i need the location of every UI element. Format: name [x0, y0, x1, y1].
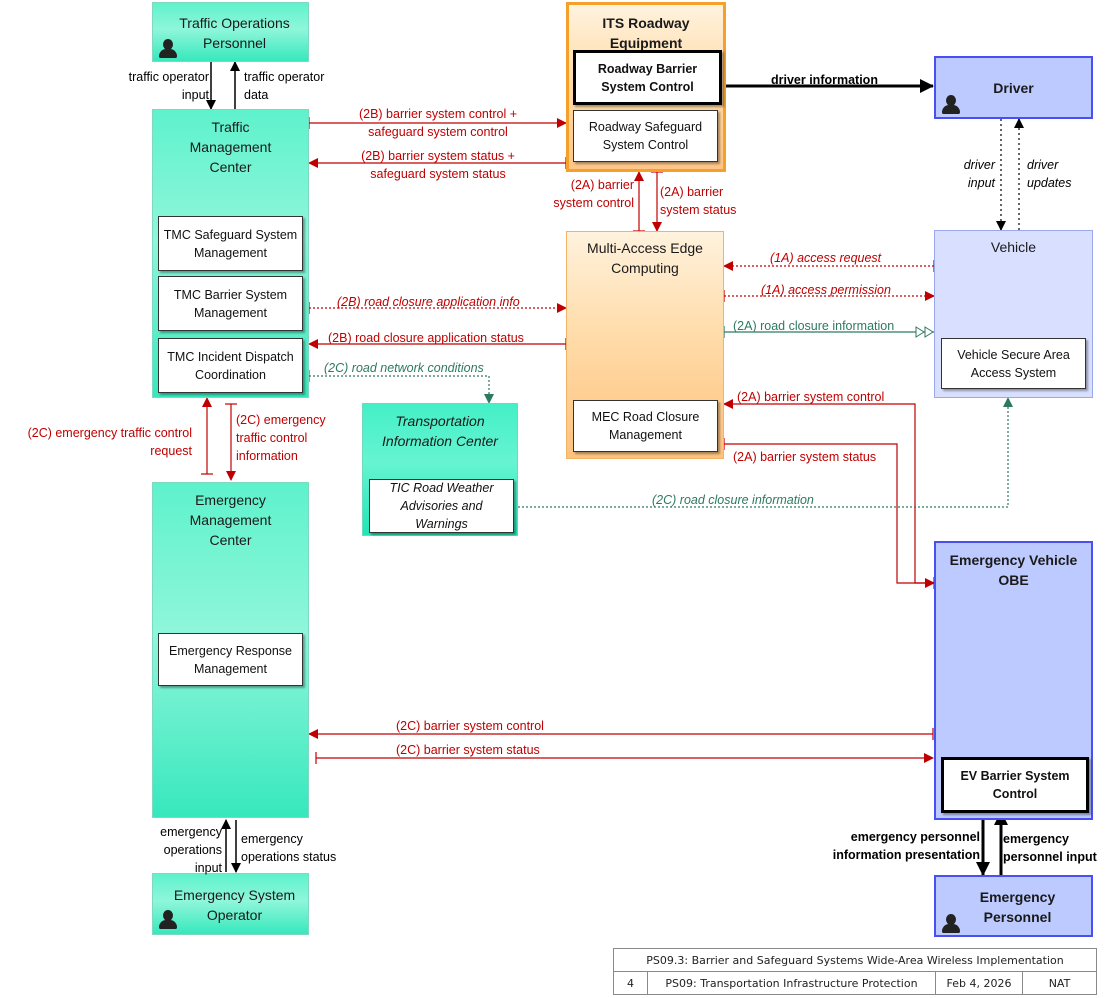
emergency-system-operator-node[interactable]: Emergency System Operator: [152, 873, 309, 935]
node-title: ITS Roadway Equipment: [602, 15, 690, 51]
flow-label-barrier-safeguard-status: (2B) barrier system status + safeguard s…: [361, 149, 515, 181]
traffic-management-center-node[interactable]: Traffic Management Center TMC Safeguard …: [152, 109, 309, 398]
flow-label-driver-updates: driver updates: [1027, 158, 1072, 190]
flow-label-emergency-operations-input: emergency operations input: [160, 825, 222, 875]
tmc-incident-dispatch-coordination-box[interactable]: TMC Incident Dispatch Coordination: [158, 338, 303, 393]
vehicle-node[interactable]: Vehicle Vehicle Secure Area Access Syste…: [934, 230, 1093, 398]
node-title: Emergency System Operator: [173, 887, 296, 923]
flow-label-traffic-operator-input: traffic operator input: [128, 70, 209, 102]
its-roadway-equipment-node[interactable]: ITS Roadway Equipment Roadway Barrier Sy…: [566, 2, 726, 172]
footer-title: PS09.3: Barrier and Safeguard Systems Wi…: [613, 948, 1097, 972]
ev-barrier-system-control-box[interactable]: EV Barrier System Control: [941, 757, 1089, 813]
multi-access-edge-computing-node[interactable]: Multi-Access Edge Computing MEC Road Clo…: [566, 231, 724, 459]
footer-project: PS09: Transportation Infrastructure Prot…: [647, 971, 936, 995]
transportation-information-center-node[interactable]: Transportation Information Center TIC Ro…: [362, 403, 518, 536]
flow-label-road-network-conditions: (2C) road network conditions: [324, 361, 484, 375]
flow-label-emc-barrier-control: (2C) barrier system control: [396, 719, 544, 733]
tmc-safeguard-system-management-box[interactable]: TMC Safeguard System Management: [158, 216, 303, 271]
node-title: Traffic Management Center: [189, 119, 272, 175]
flow-label-driver-input: driver input: [963, 158, 995, 190]
node-title: Emergency Vehicle OBE: [949, 552, 1078, 588]
flow-label-emergency-traffic-control-request: (2C) emergency traffic control request: [27, 426, 192, 458]
node-title: Multi-Access Edge Computing: [587, 240, 703, 276]
node-title: Transportation Information Center: [382, 413, 498, 449]
node-title: Vehicle: [990, 239, 1037, 255]
flow-label-rse-barrier-status: (2A) barrier system status: [660, 185, 737, 217]
flow-label-mec-ev-barrier-status: (2A) barrier system status: [733, 450, 877, 464]
flow-label-access-request: (1A) access request: [770, 251, 882, 265]
tic-road-weather-advisories-box[interactable]: TIC Road Weather Advisories and Warnings: [369, 479, 514, 533]
footer-number: 4: [613, 971, 648, 995]
emergency-response-management-box[interactable]: Emergency Response Management: [158, 633, 303, 686]
emergency-vehicle-obe-node[interactable]: Emergency Vehicle OBE EV Barrier System …: [934, 541, 1093, 820]
traffic-operations-personnel-node[interactable]: Traffic Operations Personnel: [152, 2, 309, 62]
footer-date: Feb 4, 2026: [935, 971, 1023, 995]
node-title: Emergency Management Center: [189, 492, 272, 548]
flow-label-emergency-personnel-input: emergency personnel input: [1003, 832, 1097, 864]
footer-author: NAT: [1022, 971, 1097, 995]
flow-label-road-closure-app-info: (2B) road closure application info: [337, 295, 520, 309]
flow-label-driver-information: driver information: [771, 73, 878, 87]
flow-label-access-permission: (1A) access permission: [761, 283, 891, 297]
flow-label-rse-barrier-control: (2A) barrier system control: [553, 178, 634, 210]
emergency-personnel-node[interactable]: Emergency Personnel: [934, 875, 1093, 937]
mec-road-closure-management-box[interactable]: MEC Road Closure Management: [573, 400, 718, 452]
person-icon: [159, 910, 177, 930]
emergency-management-center-node[interactable]: Emergency Management Center Emergency Re…: [152, 482, 309, 818]
flow-label-tic-road-closure-information: (2C) road closure information: [652, 493, 814, 507]
flow-label-emergency-personnel-info-presentation: emergency personnel information presenta…: [832, 830, 980, 862]
node-title: Driver: [993, 80, 1034, 96]
flow-label-road-closure-app-status: (2B) road closure application status: [328, 331, 524, 345]
flow-label-emc-barrier-status: (2C) barrier system status: [396, 743, 540, 757]
vehicle-secure-area-access-box[interactable]: Vehicle Secure Area Access System: [941, 338, 1086, 389]
flow-label-mec-ev-barrier-control: (2A) barrier system control: [737, 390, 885, 404]
flow-label-barrier-safeguard-control: (2B) barrier system control + safeguard …: [358, 107, 518, 139]
flow-label-emergency-operations-status: emergency operations status: [241, 832, 337, 864]
node-title: Traffic Operations Personnel: [179, 15, 290, 51]
person-icon: [159, 39, 177, 59]
roadway-barrier-control-box[interactable]: Roadway Barrier System Control: [573, 50, 722, 105]
roadway-safeguard-control-box[interactable]: Roadway Safeguard System Control: [573, 110, 718, 162]
driver-node[interactable]: Driver: [934, 56, 1093, 119]
person-icon: [942, 95, 960, 115]
flow-label-traffic-operator-data: traffic operator data: [244, 70, 325, 102]
flow-label-road-closure-information-vehicle: (2A) road closure information: [733, 319, 895, 333]
flow-label-emergency-traffic-control-information: (2C) emergency traffic control informati…: [236, 413, 326, 463]
node-title: Emergency Personnel: [979, 889, 1056, 925]
tmc-barrier-system-management-box[interactable]: TMC Barrier System Management: [158, 276, 303, 331]
person-icon: [942, 914, 960, 934]
